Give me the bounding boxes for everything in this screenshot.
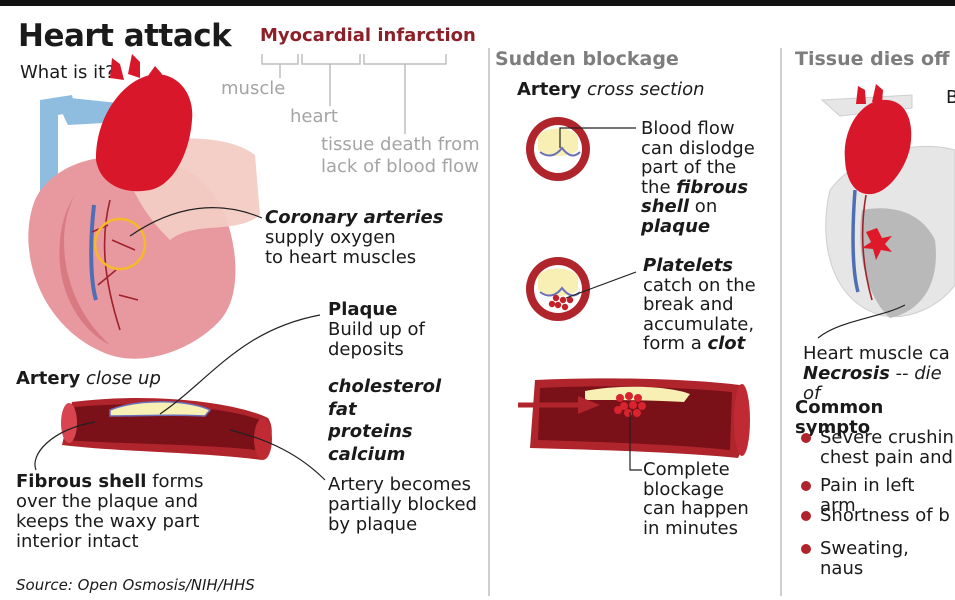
- term-part-death: tissue death from lack of blood flow: [321, 134, 480, 177]
- plaque-components: cholesterol fat proteins calcium: [328, 376, 441, 466]
- plaque-title: Plaque: [328, 299, 398, 320]
- artery-blockage: [518, 378, 750, 458]
- heart-illustration: [28, 54, 260, 359]
- blocked-label: Artery becomes partially blocked by plaq…: [328, 474, 477, 535]
- cross-section-dislodge: [526, 117, 590, 181]
- symptom-item: Sweating, naus: [820, 538, 909, 579]
- blood-flow-label: Blood flow can dislodge part of the the …: [641, 118, 755, 237]
- necrosis-label: Heart muscle ca Necrosis -- die of: [803, 343, 950, 404]
- symptom-item: Pain in left arm: [820, 475, 915, 516]
- fibrous-leader: [34, 421, 96, 471]
- term-part-heart: heart: [290, 106, 338, 127]
- complete-blockage-label: Complete blockage can happen in minutes: [643, 459, 749, 539]
- artery-closeup-label: Artery close up: [16, 368, 161, 389]
- necrotic-heart: [820, 84, 955, 318]
- top-bar: [0, 0, 955, 6]
- platelets-leader: [565, 271, 637, 299]
- source-note: Source: Open Osmosis/NIH/HHS: [16, 576, 255, 594]
- cross-section-label: Artery cross section: [517, 79, 705, 100]
- bullet-icon: [801, 481, 811, 491]
- plaque-item: proteins: [328, 421, 413, 442]
- divider-left: [488, 48, 490, 596]
- coronary-label: Coronary arteries supply oxygen to heart…: [265, 207, 444, 268]
- complete-leader: [629, 412, 642, 471]
- fibrous-shell-label: Fibrous shell forms over the plaque and …: [16, 471, 204, 552]
- divider-right: [780, 48, 782, 596]
- flow-leader: [559, 127, 636, 148]
- plaque-item: cholesterol: [328, 376, 442, 397]
- page-subtitle: What is it?: [20, 62, 115, 83]
- symptom-item: Shortness of b: [820, 505, 950, 526]
- plaque-leader: [159, 314, 321, 415]
- bullet-icon: [801, 544, 811, 554]
- cut-off-label: B: [946, 87, 955, 108]
- plaque-item: calcium: [328, 443, 406, 465]
- term-part-muscle: muscle: [221, 78, 286, 99]
- section-sudden-blockage: Sudden blockage: [495, 48, 679, 70]
- page-title: Heart attack: [18, 18, 232, 54]
- artery-closeup: [61, 397, 272, 460]
- plaque-label: Plaque Build up of deposits: [328, 299, 425, 360]
- section-tissue-dies: Tissue dies off: [795, 48, 950, 70]
- bullet-icon: [801, 511, 811, 521]
- coronary-leader: [129, 207, 263, 237]
- symptoms-title: Common sympto: [795, 397, 884, 438]
- blocked-leader: [229, 429, 326, 481]
- symptom-item: Severe crushin chest pain and: [820, 427, 954, 468]
- cross-section-clot: [526, 257, 590, 321]
- bullet-icon: [801, 433, 811, 443]
- term-brackets: [261, 54, 447, 134]
- necrosis-leader: [817, 304, 906, 339]
- plaque-item: fat: [328, 398, 357, 420]
- platelets-label: Platelets catch on the break and accumul…: [643, 255, 756, 354]
- medical-term: Myocardial infarction: [260, 25, 476, 46]
